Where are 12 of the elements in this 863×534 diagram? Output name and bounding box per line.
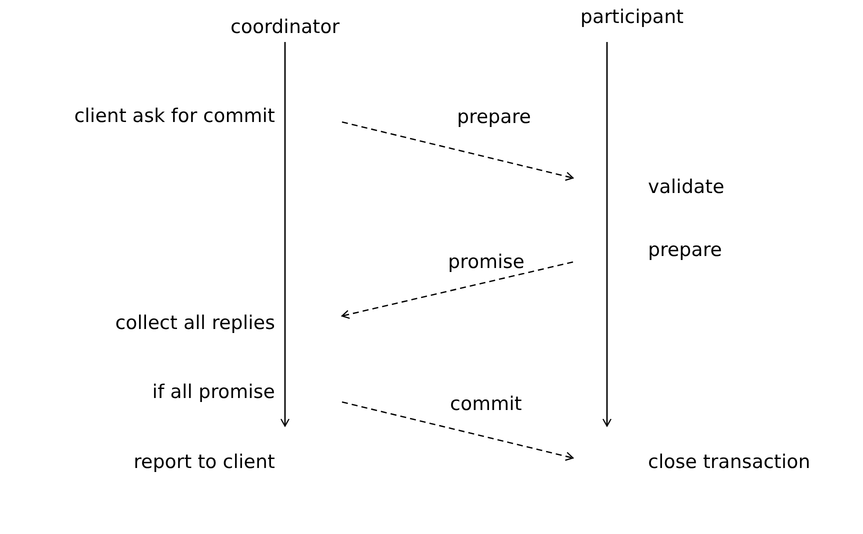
step-text: validate — [648, 175, 724, 199]
step-text: close transaction — [648, 450, 810, 474]
message-arrow — [341, 261, 574, 319]
step-text: collect all replies — [115, 311, 275, 335]
lifeline-heading: participant — [579, 6, 685, 28]
message-arrow — [342, 401, 574, 461]
step-text: report to client — [134, 450, 275, 474]
message-arrow — [342, 121, 574, 181]
lifeline-heading: coordinator — [229, 16, 341, 38]
step-text: prepare — [648, 238, 722, 262]
step-text: client ask for commit — [74, 104, 275, 128]
step-text: if all promise — [152, 380, 275, 404]
